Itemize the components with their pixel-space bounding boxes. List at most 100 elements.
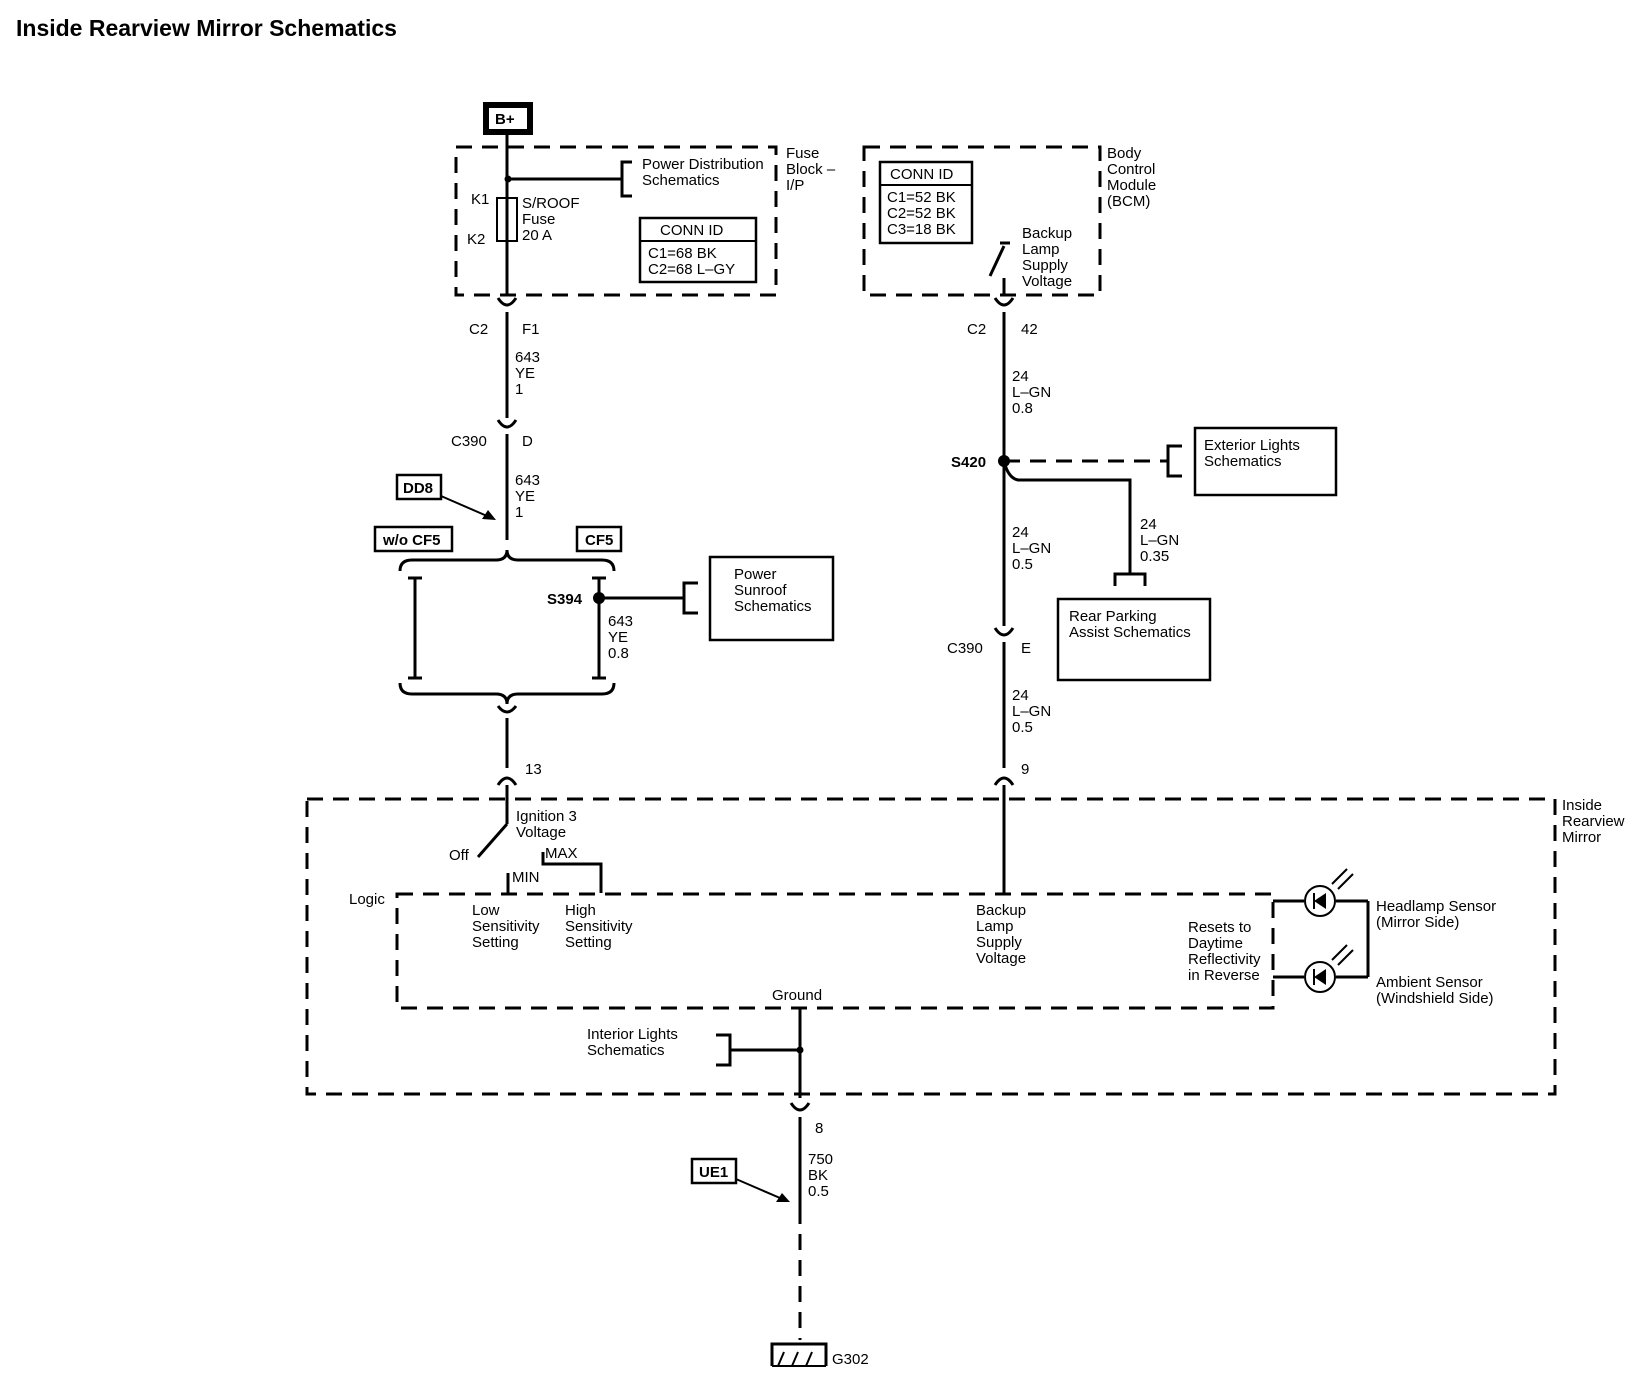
bcm-conn-id: CONN ID C1=52 BK C2=52 BK C3=18 BK xyxy=(878,160,974,245)
pds-ref-1: Power Distribution xyxy=(642,156,764,173)
backup-label-2: Lamp xyxy=(976,918,1014,935)
wo-cf5-option-box xyxy=(373,525,454,553)
exterior-lights-bracket xyxy=(1166,444,1182,478)
switch-max-label: MAX xyxy=(545,845,578,862)
right-c390-label: C390 xyxy=(947,640,983,657)
s420-label: S420 xyxy=(951,454,986,471)
headlamp-sensor xyxy=(1273,868,1370,977)
sunroof-ref-2: Sunroof xyxy=(734,582,787,599)
pin13-label: 13 xyxy=(525,761,542,778)
bcm-label-3: Module xyxy=(1107,177,1156,194)
bcm-conn-header: CONN ID xyxy=(890,166,954,183)
switch-off-label: Off xyxy=(449,847,470,864)
option-merge-connector xyxy=(496,705,518,714)
fuse-k1: K1 xyxy=(471,191,489,208)
wo-cf5-path xyxy=(408,576,422,680)
backup-label-4: Voltage xyxy=(976,950,1026,967)
ue1-label: UE1 xyxy=(699,1164,728,1181)
high-label-2: Sensitivity xyxy=(565,918,633,935)
fuse-conn-row-1: C1=68 BK xyxy=(648,245,717,262)
left-wire1-size: 1 xyxy=(515,381,523,398)
bcm-label-4: (BCM) xyxy=(1107,193,1150,210)
pin8-label: 8 xyxy=(815,1120,823,1137)
bcm-switch-label-2: Lamp xyxy=(1022,241,1060,258)
rpa-wire-num: 24 xyxy=(1140,516,1157,533)
rpa-ref-1: Rear Parking xyxy=(1069,608,1157,625)
fuse-block-conn-id: CONN ID C1=68 BK C2=68 L–GY xyxy=(638,216,758,284)
pin9-label: 9 xyxy=(1021,761,1029,778)
bplus-terminal: B+ xyxy=(483,102,533,135)
left-wire2-num: 643 xyxy=(515,472,540,489)
pin8-connector xyxy=(789,1102,811,1112)
right-wire1-color: L–GN xyxy=(1012,384,1051,401)
rear-parking-assist-ref-box xyxy=(1056,597,1212,682)
right-c2-connector xyxy=(993,297,1015,307)
wo-cf5-label: w/o CF5 xyxy=(382,532,441,549)
ext-ref-2: Schematics xyxy=(1204,453,1282,470)
fuse-block-label-1: Fuse xyxy=(786,145,819,162)
fuse-label-1: S/ROOF xyxy=(522,195,580,212)
sunroof-ref-3: Schematics xyxy=(734,598,812,615)
headlamp-label-1: Headlamp Sensor xyxy=(1376,898,1496,915)
ambient-photodiode-icon xyxy=(1314,969,1326,985)
right-wire3-size: 0.5 xyxy=(1012,719,1033,736)
cf5-label: CF5 xyxy=(585,532,613,549)
right-wire1-size: 0.8 xyxy=(1012,400,1033,417)
c390-d-connector xyxy=(496,419,518,429)
fuse-k2: K2 xyxy=(467,231,485,248)
s394-label: S394 xyxy=(547,591,583,608)
ground-wire-color: BK xyxy=(808,1167,828,1184)
interior-ref-1: Interior Lights xyxy=(587,1026,678,1043)
exterior-lights-ref-box xyxy=(1193,426,1338,497)
fuse-block-label-3: I/P xyxy=(786,177,804,194)
logic-label: Logic xyxy=(349,891,385,908)
fuse-conn-header: CONN ID xyxy=(660,222,724,239)
ign-label-1: Ignition 3 xyxy=(516,808,577,825)
interior-ref-2: Schematics xyxy=(587,1042,665,1059)
fuse-label-2: Fuse xyxy=(522,211,555,228)
resets-label-2: Daytime xyxy=(1188,935,1243,952)
logic-box xyxy=(395,892,1275,1010)
page-title: Inside Rearview Mirror Schematics xyxy=(16,15,397,41)
left-wire3-color: YE xyxy=(608,629,628,646)
left-wire2-color: YE xyxy=(515,488,535,505)
power-sunroof-ref-box xyxy=(708,555,835,642)
right-wire2-size: 0.5 xyxy=(1012,556,1033,573)
right-wire1-num: 24 xyxy=(1012,368,1029,385)
ground-wire-num: 750 xyxy=(808,1151,833,1168)
bcm-label-2: Control xyxy=(1107,161,1155,178)
pin9-connector xyxy=(993,776,1015,786)
cf5-option-box xyxy=(575,525,623,553)
fuse-conn-row-2: C2=68 L–GY xyxy=(648,261,735,278)
sensitivity-switch xyxy=(476,823,509,858)
right-wire3-num: 24 xyxy=(1012,687,1029,704)
sunroof-bracket xyxy=(682,581,698,615)
ign-label-2: Voltage xyxy=(516,824,566,841)
ground-wire-size: 0.5 xyxy=(808,1183,829,1200)
backup-label-3: Supply xyxy=(976,934,1022,951)
bcm-conn-row-3: C3=18 BK xyxy=(887,221,956,238)
pds-bracket xyxy=(620,160,632,198)
bcm-label-1: Body xyxy=(1107,145,1142,162)
low-label-3: Setting xyxy=(472,934,519,951)
bplus-label: B+ xyxy=(495,111,515,128)
inside-rearview-mirror: Inside Rearview Mirror Ignition 3 Voltag… xyxy=(305,785,1625,1098)
left-d-label: D xyxy=(522,433,533,450)
bcm-switch-label-1: Backup xyxy=(1022,225,1072,242)
fuse-block-label-2: Block – xyxy=(786,161,836,178)
low-label-2: Sensitivity xyxy=(472,918,540,935)
high-label-1: High xyxy=(565,902,596,919)
bcm-switch-label-3: Supply xyxy=(1022,257,1068,274)
bcm-backup-switch xyxy=(988,245,1006,277)
right-wire3-color: L–GN xyxy=(1012,703,1051,720)
right-c390-connector xyxy=(993,627,1015,637)
ambient-label-2: (Windshield Side) xyxy=(1376,990,1494,1007)
bcm-module: Body Control Module (BCM) CONN ID C1=52 … xyxy=(862,145,1156,297)
left-wire1-num: 643 xyxy=(515,349,540,366)
switch-min-label: MIN xyxy=(512,869,540,886)
right-wire2-num: 24 xyxy=(1012,524,1029,541)
rpa-bracket xyxy=(1113,572,1147,586)
dd8-callout: DD8 xyxy=(395,473,496,520)
interior-lights-bracket xyxy=(716,1033,732,1067)
